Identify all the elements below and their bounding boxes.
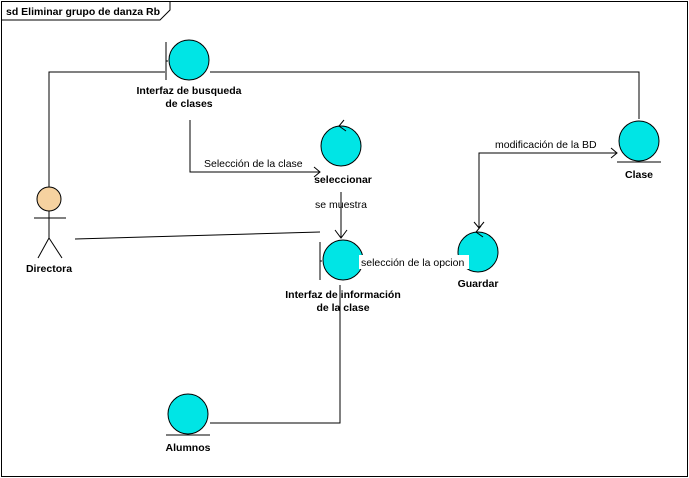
boundary-interfaz-informacion[interactable]: Interfaz de información de la clase: [285, 239, 401, 314]
message-seleccion-clase: Selección de la clase: [204, 158, 303, 170]
message-arrows: [313, 147, 618, 239]
busqueda-label-line2: de clases: [165, 98, 212, 110]
actor-head: [36, 186, 62, 212]
link-alumnos-info: [210, 285, 341, 424]
link-busqueda-clase: [210, 71, 640, 119]
message-seleccion-opcion-bg: [359, 255, 469, 269]
clase-label: Clase: [625, 169, 653, 181]
link-directora-info: [74, 231, 321, 240]
connectors: [48, 71, 640, 424]
guardar-label: Guardar: [458, 278, 499, 290]
arrow-seleccion-clase: [313, 166, 321, 178]
control-seleccionar[interactable]: seleccionar: [314, 119, 372, 186]
link-guardar-clase: [478, 152, 617, 228]
control-arrowhead: [475, 225, 484, 238]
seleccionar-label: seleccionar: [314, 174, 372, 186]
message-se-muestra: se muestra: [315, 199, 367, 211]
entity-circle: [167, 393, 209, 435]
frame-title-tab: [1, 1, 171, 21]
control-circle: [320, 125, 362, 167]
informacion-label-line2: de la clase: [316, 302, 369, 314]
entity-circle: [618, 120, 660, 162]
actor-leg-left: [37, 237, 50, 259]
message-modificacion-bd: modificación de la BD: [495, 139, 597, 151]
link-busqueda-seleccionar: [189, 120, 320, 173]
message-seleccion-opcion: selección de la opcion: [361, 257, 464, 269]
entity-clase[interactable]: Clase: [617, 120, 661, 181]
control-arrowhead: [338, 119, 347, 132]
informacion-label-line1: Interfaz de información: [285, 289, 401, 301]
entity-alumnos[interactable]: Alumnos: [166, 393, 211, 454]
link-directora-busqueda: [48, 71, 165, 187]
alumnos-label: Alumnos: [166, 442, 211, 454]
boundary-circle: [168, 39, 210, 81]
arrow-modificacion-bd: [610, 147, 618, 159]
boundary-interfaz-busqueda[interactable]: Interfaz de busqueda de clases: [136, 39, 242, 110]
busqueda-label-line1: Interfaz de busqueda: [136, 85, 241, 97]
actor-leg-right: [48, 237, 63, 259]
boundary-circle: [322, 239, 364, 281]
arrow-se-muestra: [334, 229, 348, 239]
actor-directora[interactable]: Directora: [26, 186, 72, 275]
frame-title: sd Eliminar grupo de danza Rb: [6, 6, 160, 18]
actor-directora-label: Directora: [26, 263, 72, 275]
